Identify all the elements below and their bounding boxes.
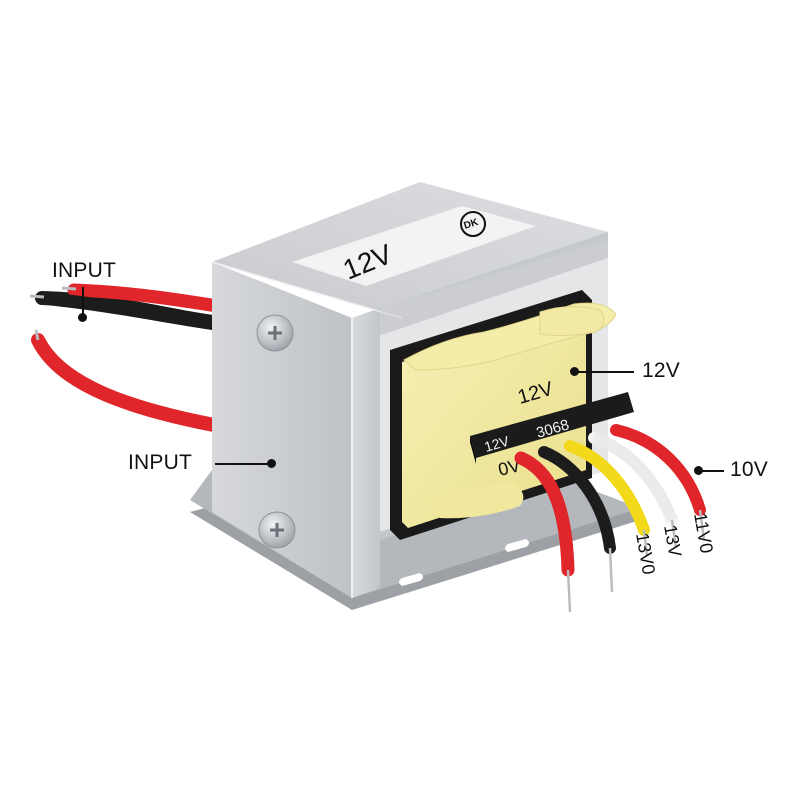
- housing-front: [212, 262, 352, 598]
- wire-red-10v: [610, 424, 706, 516]
- leader-line: [215, 463, 270, 465]
- certification-mark: DK: [463, 217, 481, 232]
- leader-line: [576, 371, 634, 373]
- screw-bottom: [258, 511, 296, 549]
- output-wires: [514, 424, 706, 613]
- wire-yellow: [564, 440, 650, 536]
- callout-dot: [694, 466, 703, 475]
- terminal-block: 12V 3068: [470, 392, 634, 464]
- callout-dot: [267, 459, 276, 468]
- screw-top: [256, 314, 294, 352]
- wire-black: [538, 446, 616, 554]
- wire-label-white: 13V: [660, 523, 685, 558]
- wire-red-0v: [514, 451, 575, 577]
- callout-input-housing: INPUT: [128, 451, 192, 474]
- input-wires: [29, 283, 237, 435]
- leader-line: [700, 470, 724, 472]
- callout-input-wires: INPUT: [52, 259, 116, 282]
- top-label: 12V DK: [292, 206, 536, 286]
- leader-line: [82, 287, 84, 317]
- callout-dot: [78, 313, 87, 322]
- callout-coil: 12V: [642, 359, 680, 382]
- callout-output-10v: 10V: [730, 458, 768, 481]
- terminal-left-text: 12V: [482, 432, 511, 454]
- wire-label-red: 11V0: [690, 511, 717, 555]
- wire-white: [588, 432, 678, 526]
- callout-dot: [570, 367, 579, 376]
- wire-label-yellow: 13V0: [632, 531, 659, 576]
